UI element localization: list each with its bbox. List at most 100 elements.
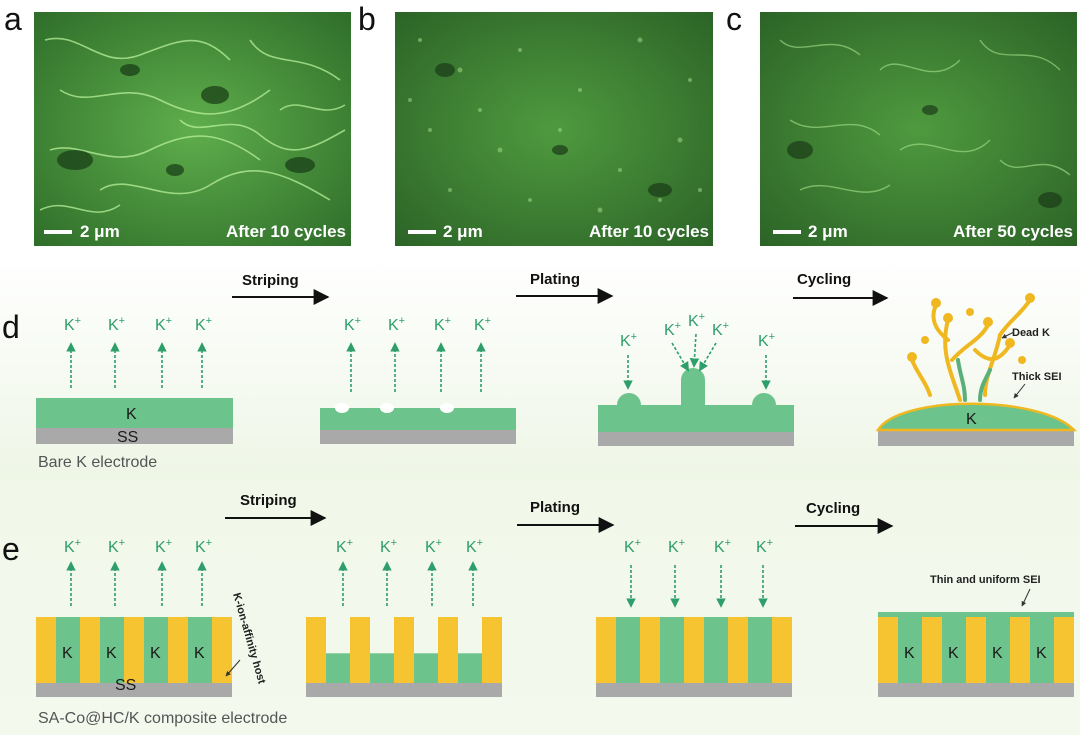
k-in-host <box>188 617 212 683</box>
scale-bar-c <box>773 230 801 234</box>
row-d: d Striping Plating Cycling K SS <box>2 271 1077 471</box>
dead-k-particles <box>907 293 1035 364</box>
stage-d1-bare-k: K SS <box>36 398 233 446</box>
sem-texture-b <box>408 37 702 213</box>
k-ion-label: K+ <box>155 315 172 334</box>
host-pillar <box>124 617 144 683</box>
sem-image-c <box>760 12 1077 246</box>
k-ion-label: K+ <box>108 537 125 556</box>
k-ion-label: K+ <box>195 315 212 334</box>
host-pillar <box>212 617 232 683</box>
k-ion-label: K+ <box>756 537 773 556</box>
host-pillar <box>306 617 326 683</box>
k-metal-label: K <box>126 406 137 423</box>
scale-label-b: 2 μm <box>443 222 483 241</box>
dead-k-pointer <box>1001 331 1015 339</box>
k-in-host <box>370 653 394 683</box>
host-pillar <box>728 617 748 683</box>
k-ion-label: K+ <box>664 320 681 339</box>
k-dendrite-tip <box>681 368 705 405</box>
host-pillar <box>350 617 370 683</box>
thin-sei-pointer <box>1021 588 1031 607</box>
host-pointer <box>225 659 241 677</box>
k-metal-label: K <box>62 645 73 662</box>
substrate-layer <box>598 432 794 446</box>
row-label-d: d <box>2 309 20 345</box>
substrate-layer <box>878 683 1074 697</box>
host-pillar <box>878 617 898 683</box>
ion-group-d: K+K+K+K+K+K+K+K+K+K+K+K+K+ <box>64 311 775 392</box>
k-metal-label: K <box>948 645 959 662</box>
k-in-host <box>660 617 684 683</box>
process-arrow-d-1: Striping <box>232 272 330 305</box>
k-ion-label: K+ <box>466 537 483 556</box>
k-in-host <box>898 617 922 683</box>
k-ion-label: K+ <box>758 331 775 350</box>
sem-panel-c: c 2 μm After 50 cycles <box>726 1 1077 246</box>
k-ion-label: K+ <box>108 315 125 334</box>
host-pillar <box>966 617 986 683</box>
sem-texture-a <box>39 37 346 213</box>
host-pillar <box>640 617 660 683</box>
host-pillar <box>1010 617 1030 683</box>
dead-k-label: Dead K <box>1012 327 1050 339</box>
k-in-host <box>1030 617 1054 683</box>
k-in-host <box>414 653 438 683</box>
k-ion-label: K+ <box>712 320 729 339</box>
k-ion-label: K+ <box>474 315 491 334</box>
scale-bar-a <box>44 230 72 234</box>
sem-texture-c <box>779 39 1071 193</box>
k-metal-label: K <box>992 645 1003 662</box>
sem-pores-a <box>57 64 315 176</box>
step-label-e-plating: Plating <box>530 499 580 516</box>
stage-d2-stripped <box>320 403 516 444</box>
sem-panel-a: a 2 μm After 10 cycles <box>4 1 351 246</box>
substrate-layer <box>36 683 232 697</box>
thick-sei-pointer <box>1013 383 1026 399</box>
substrate-layer <box>36 428 233 444</box>
k-in-host <box>326 653 350 683</box>
k-ion-label: K+ <box>388 315 405 334</box>
k-in-host <box>942 617 966 683</box>
k-in-host <box>144 617 168 683</box>
thick-sei-label: Thick SEI <box>1012 371 1062 383</box>
k-ion-label: K+ <box>434 315 451 334</box>
step-label-e-striping: Striping <box>240 492 297 509</box>
panel-label-a: a <box>4 1 22 37</box>
host-pillar <box>168 617 188 683</box>
sem-image-b <box>395 12 713 246</box>
row-label-e: e <box>2 531 20 567</box>
stage-d3-plating <box>598 368 794 446</box>
k-metal-label: K <box>150 645 161 662</box>
k-ion-arrow <box>699 342 717 372</box>
k-ion-arrow <box>671 342 689 372</box>
k-metal-label: K <box>904 645 915 662</box>
k-ion-label: K+ <box>195 537 212 556</box>
host-pillar <box>772 617 792 683</box>
scale-bar-b <box>408 230 436 234</box>
ion-group-e: K+K+K+K+K+K+K+K+K+K+K+K+ <box>64 537 773 608</box>
substrate-layer <box>878 430 1074 446</box>
substrate-layer <box>596 683 792 697</box>
scale-label-a: 2 μm <box>80 222 120 241</box>
k-mound-with-thick-sei <box>875 402 1077 432</box>
process-arrow-d-2: Plating <box>516 271 614 304</box>
host-pillar <box>684 617 704 683</box>
process-arrow-e-2: Plating <box>517 499 615 533</box>
sem-image-a <box>34 12 351 246</box>
sem-caption-b: After 10 cycles <box>589 222 709 241</box>
panel-label-c: c <box>726 1 742 37</box>
dead-k-dendrites <box>910 298 1032 402</box>
substrate-label: SS <box>115 677 136 694</box>
k-metal-layer-plated <box>598 405 794 432</box>
k-ion-label: K+ <box>336 537 353 556</box>
k-nucleus <box>617 393 641 405</box>
k-ion-label: K+ <box>380 537 397 556</box>
stage-d4-cycled: K Dead K Thick SEI <box>875 293 1077 446</box>
k-metal-layer-stripped <box>320 408 516 430</box>
k-in-host <box>748 617 772 683</box>
k-metal-layer <box>36 398 233 428</box>
process-arrow-e-1: Striping <box>225 492 327 526</box>
